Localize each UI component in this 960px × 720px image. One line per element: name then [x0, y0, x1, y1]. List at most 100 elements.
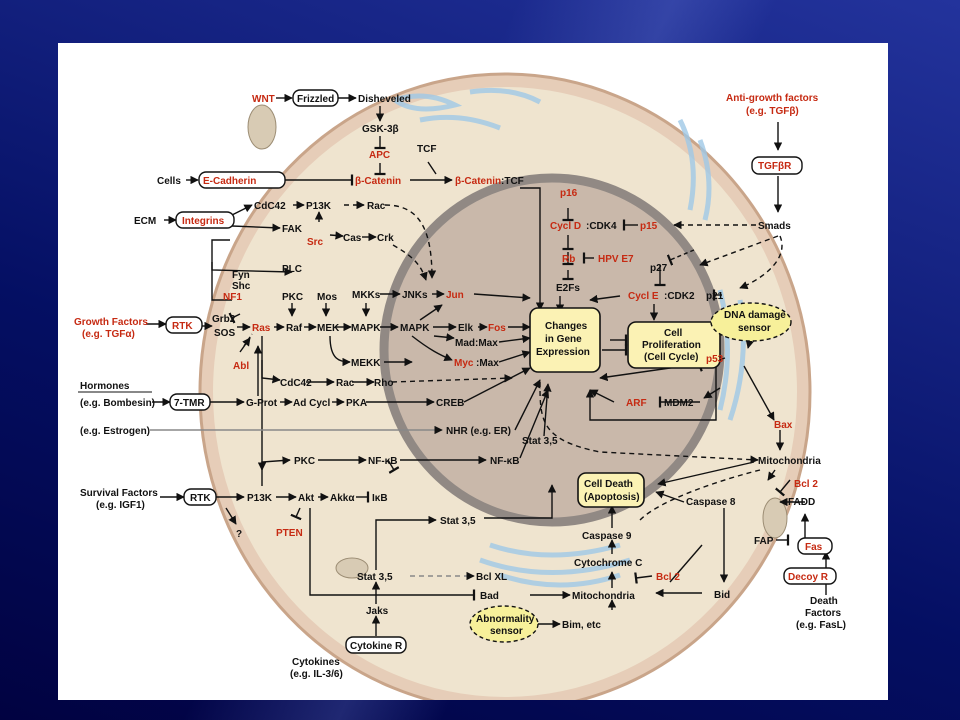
label-akka: Akkα [330, 493, 355, 504]
label-sos: SOS [214, 328, 235, 339]
rtk-box-2 [183, 488, 217, 506]
dna-damage-sensor-ellipse [710, 302, 792, 342]
label-mad-max: Mad:Max [455, 338, 498, 349]
label-gene-2: in Gene [545, 334, 582, 345]
label-cyto-c: Cytochrome C [574, 558, 642, 569]
label-mito-low: Mitochondria [572, 591, 635, 602]
label-jun: Jun [446, 290, 464, 301]
label-cytokines: Cytokines [292, 657, 340, 668]
label-tgfbr: TGFβR [758, 161, 792, 172]
label-pka: PKA [346, 398, 367, 409]
pathway-arrows [146, 93, 831, 636]
label-dna-1: DNA damage [724, 310, 786, 321]
label-growth-factors: Growth Factors [74, 317, 148, 328]
label-tcf: TCF [417, 144, 436, 155]
label-bax: Bax [774, 420, 793, 431]
label-integrins: Integrins [182, 216, 225, 227]
label-jaks: Jaks [366, 606, 389, 617]
label-caspase8: Caspase 8 [686, 497, 736, 508]
label-fas: Fas [805, 542, 823, 553]
label-shc: Shc [232, 281, 251, 292]
node-labels: WNT Frizzled Disheveled GSK-3β APC TCF C… [74, 93, 846, 680]
label-rtk-1: RTK [172, 321, 193, 332]
label-nf1: NF1 [223, 292, 242, 303]
label-fap: FAP [754, 536, 774, 547]
label-crk: Crk [377, 233, 394, 244]
label-stat35-a: Stat 3,5 [522, 436, 558, 447]
label-rb: Rb [562, 254, 575, 265]
label-prolif-3: (Cell Cycle) [644, 352, 698, 363]
label-ras: Ras [252, 323, 271, 334]
label-akt: Akt [298, 493, 315, 504]
label-mkks: MKKs [352, 290, 381, 301]
label-cdk4: :CDK4 [586, 221, 617, 232]
label-rtk-2: RTK [190, 493, 211, 504]
e-cadherin-box [198, 171, 286, 189]
label-p16: p16 [560, 188, 578, 199]
label-anti-growth-2: (e.g. TGFβ) [746, 106, 799, 117]
label-arf: ARF [626, 398, 647, 409]
label-b-catenin-tcf: β-Catenin [455, 176, 501, 187]
label-raf: Raf [286, 323, 303, 334]
seven-tmr-box [169, 393, 211, 411]
mitochondrion-organelle-top [247, 104, 277, 150]
label-mekk: MEKK [351, 358, 381, 369]
integrins-box [175, 211, 235, 229]
decoy-r-box [783, 567, 837, 585]
label-wnt: WNT [252, 94, 275, 105]
label-bim: Bim, etc [562, 620, 601, 631]
label-apc: APC [369, 150, 390, 161]
label-bcl-xl: Bcl XL [476, 572, 507, 583]
label-ikb: IκB [372, 493, 388, 504]
label-mapk-2: MAPK [400, 323, 430, 334]
cell-proliferation-box [627, 321, 721, 369]
label-fadd: FADD [788, 497, 815, 508]
label-gsk3b: GSK-3β [362, 124, 399, 135]
label-pten: PTEN [276, 528, 303, 539]
label-bcl2-right: Bcl 2 [794, 479, 818, 490]
label-ecm: ECM [134, 216, 156, 227]
label-smads: Smads [758, 221, 791, 232]
label-cytokines-eg: (e.g. IL-3/6) [290, 669, 343, 680]
label-p21: p21 [706, 291, 724, 302]
label-cdk2: :CDK2 [664, 291, 695, 302]
endoplasmic-reticulum [393, 87, 542, 131]
label-survival-eg: (e.g. IGF1) [96, 500, 145, 511]
label-p13k-low: P13K [247, 493, 273, 504]
label-bad: Bad [480, 591, 499, 602]
label-bombesin: (e.g. Bombesin) [80, 398, 155, 409]
label-fak: FAK [282, 224, 303, 235]
label-7tmr: 7-TMR [174, 398, 205, 409]
label-mek: MEK [317, 323, 340, 334]
label-decoy-r: Decoy R [788, 572, 829, 583]
label-p13k-top: P13K [306, 201, 332, 212]
gene-expression-box [529, 307, 601, 373]
label-gene-3: Expression [536, 347, 590, 358]
label-hormones: Hormones [80, 381, 130, 392]
label-stat35-c: Stat 3,5 [357, 572, 393, 583]
label-grb2: Grb2 [212, 314, 236, 325]
label-nfkb-2: NF-κB [490, 456, 519, 467]
label-growth-factors-eg: (e.g. TGFα) [82, 329, 135, 340]
label-mito-right: Mitochondria [758, 456, 821, 467]
label-gene-1: Changes [545, 321, 588, 332]
label-abnormality-2: sensor [490, 626, 523, 637]
label-myc: Myc [454, 358, 474, 369]
label-e-cadherin: E-Cadherin [203, 176, 256, 187]
endoplasmic-reticulum-bottom [479, 542, 631, 588]
label-cas: Cas [343, 233, 362, 244]
label-bid: Bid [714, 590, 730, 601]
label-prolif-1: Cell [664, 328, 683, 339]
label-dna-2: sensor [738, 323, 771, 334]
label-cell-death-1: Cell Death [584, 479, 633, 490]
label-survival: Survival Factors [80, 488, 158, 499]
cytokine-r-box [345, 636, 407, 654]
label-e2fs: E2Fs [556, 283, 580, 294]
label-cdc42-top: CdC42 [254, 201, 286, 212]
label-pkc-mid: PKC [282, 292, 303, 303]
label-plc: PLC [282, 264, 302, 275]
tgfbr-box [751, 156, 803, 175]
label-estrogen: (e.g. Estrogen) [80, 426, 150, 437]
label-cycl-d: Cycl D [550, 221, 581, 232]
